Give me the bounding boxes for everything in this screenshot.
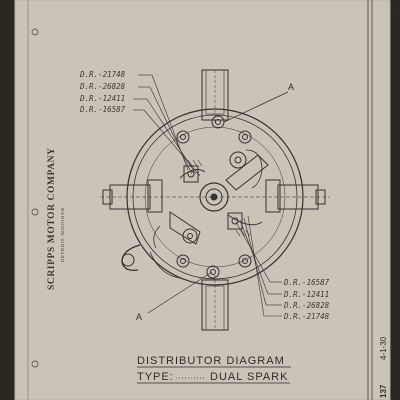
distributor-drawing (100, 69, 330, 331)
type-label: TYPE: (137, 371, 174, 383)
marker-leader-top (223, 91, 289, 123)
binder-hole-top (31, 28, 39, 36)
label-upper-4: D.R.-16587 (79, 105, 126, 114)
distributor-housing (126, 108, 304, 286)
binder-hole-bottom (31, 360, 39, 368)
breaker-arm-right (225, 154, 269, 191)
edge-corner-number: 29 (392, 14, 400, 23)
company-block: SCRIPPS MOTOR COMPANY (47, 147, 57, 290)
marker-leader-bottom (147, 271, 213, 314)
company-location: DETROIT, MICHIGAN (60, 208, 65, 262)
breaker-arm-left (169, 211, 201, 245)
label-lower-4: D.R.-21748 (283, 312, 330, 321)
mounting-screws (176, 115, 252, 279)
title-block: DISTRIBUTOR DIAGRAM TYPE: DUAL SPARK (137, 355, 291, 384)
edge-date: 4-1-30 (379, 336, 388, 360)
center-cam (199, 182, 229, 212)
label-upper-2: D.R.-26828 (79, 82, 126, 91)
paper-sheet (15, 0, 390, 400)
label-upper-3: D.R.-12411 (79, 94, 125, 103)
label-lower-1: D.R.-16587 (283, 278, 330, 287)
leader-lines-upper (133, 74, 201, 177)
type-value: DUAL SPARK (210, 371, 288, 383)
marker-a-top: A (288, 82, 294, 92)
part-labels-upper-left: D.R.-21748 D.R.-26828 D.R.-12411 D.R.-16… (79, 70, 126, 114)
marker-a-bottom: A (136, 312, 142, 322)
label-lower-3: D.R.-26828 (283, 301, 330, 310)
leader-lines-lower (235, 215, 282, 317)
company-name: SCRIPPS MOTOR COMPANY (47, 147, 57, 290)
part-labels-lower-right: D.R.-16587 D.R.-12411 D.R.-26828 D.R.-21… (283, 278, 330, 321)
label-lower-2: D.R.-12411 (283, 290, 329, 299)
diagram-title: DISTRIBUTOR DIAGRAM (137, 355, 285, 367)
binder-hole-middle (31, 208, 39, 216)
label-upper-1: D.R.-21748 (79, 70, 126, 79)
edge-number: 137 (379, 384, 388, 398)
